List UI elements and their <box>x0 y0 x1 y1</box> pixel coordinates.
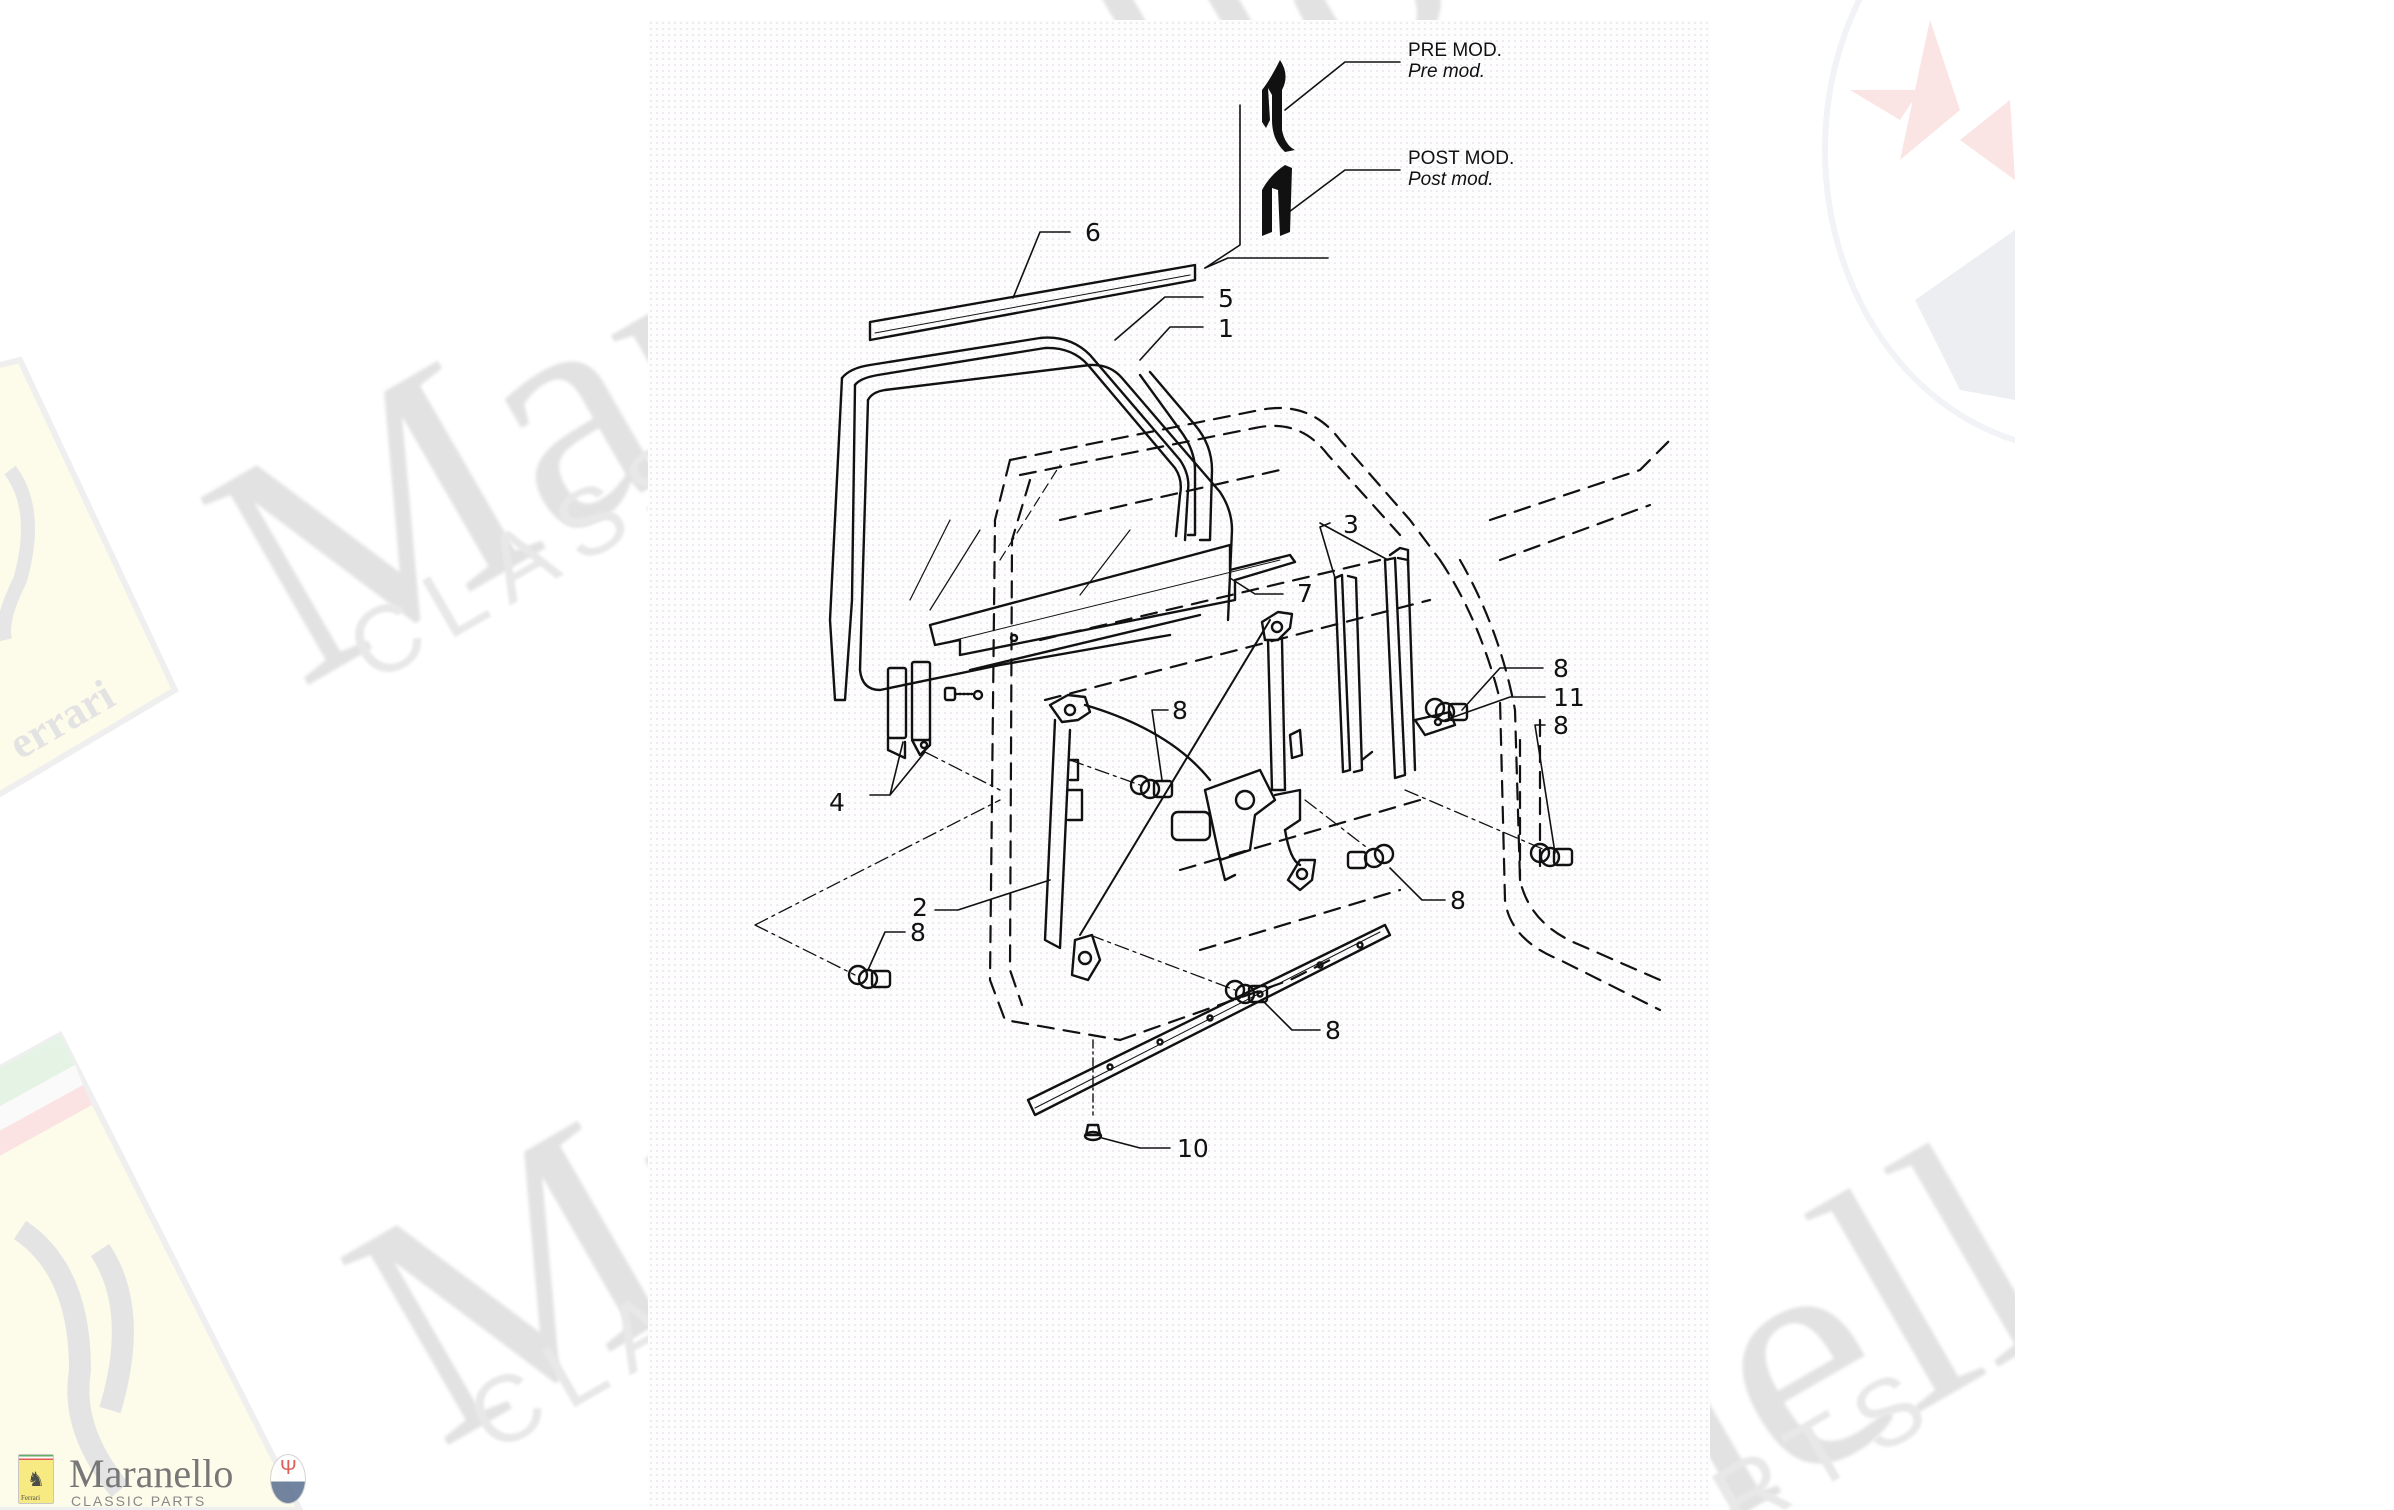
part-4-brackets <box>886 660 932 760</box>
callout-2[interactable]: 2 <box>912 893 928 922</box>
note-pre-mod-sublabel: Pre mod. <box>1408 61 1486 82</box>
maserati-trident-icon: Ψ <box>270 1454 306 1504</box>
note-pre-mod: PRE MOD. Pre mod. <box>1408 40 1502 82</box>
callout-8-mid[interactable]: 8 <box>1172 696 1188 725</box>
seal-profile-pre <box>1262 60 1295 152</box>
detail-leader <box>1204 104 1329 269</box>
callout-3[interactable]: 3 <box>1343 510 1359 539</box>
logo-sub: CLASSIC PARTS <box>71 1493 207 1509</box>
leader-lines <box>754 61 1556 1149</box>
callout-11[interactable]: 11 <box>1553 683 1585 712</box>
note-pre-mod-label: PRE MOD. <box>1408 40 1502 61</box>
glass-bolt <box>943 686 984 702</box>
part-6-waist-seal <box>868 263 1197 342</box>
callout-8-strip[interactable]: 8 <box>1325 1016 1341 1045</box>
callout-10[interactable]: 10 <box>1177 1134 1209 1163</box>
callout-8-right-bot[interactable]: 8 <box>1553 711 1569 740</box>
callout-6[interactable]: 6 <box>1085 218 1101 247</box>
callout-7[interactable]: 7 <box>1297 579 1313 608</box>
bolts-8 <box>847 697 1574 1005</box>
door-shell-outline <box>988 406 1672 1042</box>
note-post-mod: POST MOD. Post mod. <box>1408 148 1514 190</box>
callout-4[interactable]: 4 <box>829 788 845 817</box>
prancing-horse-icon: ♞ <box>27 1469 45 1491</box>
ferrari-badge-text: Ferrari <box>21 1494 41 1502</box>
logo-brand: Maranello <box>69 1451 234 1496</box>
callout-8-right-top[interactable]: 8 <box>1553 654 1569 683</box>
callout-5[interactable]: 5 <box>1218 284 1234 313</box>
callout-8-motor[interactable]: 8 <box>1450 886 1466 915</box>
note-post-mod-label: POST MOD. <box>1408 148 1515 169</box>
part-3-guide-channels <box>1333 546 1417 780</box>
callout-1[interactable]: 1 <box>1218 314 1234 343</box>
ferrari-shield-icon: ♞ Ferrari <box>18 1454 54 1504</box>
seal-profile-post <box>1262 165 1292 236</box>
part-5-glass-run <box>828 336 1190 702</box>
maranello-logo[interactable]: ♞ Ferrari Maranello CLASSIC PARTS Ψ <box>12 1448 312 1509</box>
callout-8-left[interactable]: 8 <box>910 918 926 947</box>
bottom-strip <box>1026 923 1392 1142</box>
note-post-mod-sublabel: Post mod. <box>1408 169 1494 190</box>
part-2-regulator <box>1043 610 1317 982</box>
part-1-window-glass <box>858 363 1234 692</box>
part-7-lift-channel <box>928 543 1297 672</box>
